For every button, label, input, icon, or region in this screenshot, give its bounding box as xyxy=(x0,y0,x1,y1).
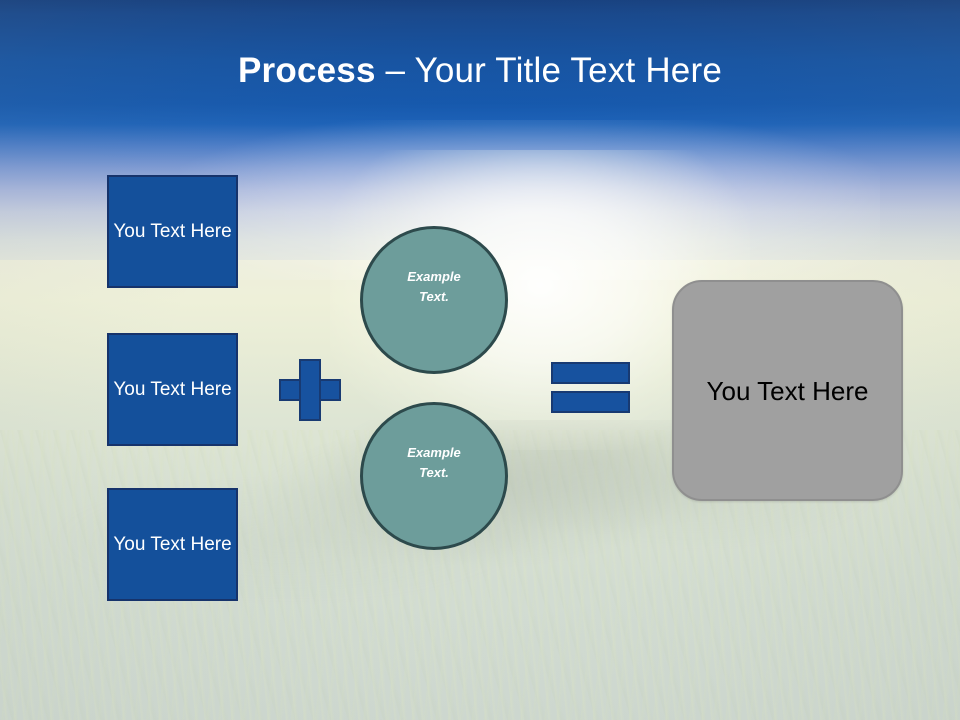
input-box-2-label: You Text Here xyxy=(113,379,232,400)
process-circle-1-line1: Example xyxy=(407,269,461,284)
process-circle-2[interactable]: Example Text. xyxy=(360,402,508,550)
page-title: Process – Your Title Text Here xyxy=(0,50,960,92)
plus-sign-icon xyxy=(279,359,341,421)
process-circle-1-line2: Text. xyxy=(419,289,449,304)
equals-top-bar xyxy=(551,362,630,384)
input-box-2[interactable]: You Text Here xyxy=(107,333,238,446)
input-box-1-label: You Text Here xyxy=(113,221,232,242)
plus-center-fill xyxy=(301,381,319,399)
process-circle-1[interactable]: Example Text. xyxy=(360,226,508,374)
process-circle-2-line1: Example xyxy=(407,445,461,460)
result-box[interactable]: You Text Here xyxy=(672,280,903,501)
equals-sign-icon xyxy=(551,362,630,413)
equals-bottom-bar xyxy=(551,391,630,413)
input-box-3-label: You Text Here xyxy=(113,534,232,555)
result-box-label: You Text Here xyxy=(706,375,869,406)
input-box-1[interactable]: You Text Here xyxy=(107,175,238,288)
page-title-bold: Process xyxy=(238,51,376,90)
process-circle-2-line2: Text. xyxy=(419,465,449,480)
input-box-3[interactable]: You Text Here xyxy=(107,488,238,601)
page-title-rest: – Your Title Text Here xyxy=(375,51,722,90)
